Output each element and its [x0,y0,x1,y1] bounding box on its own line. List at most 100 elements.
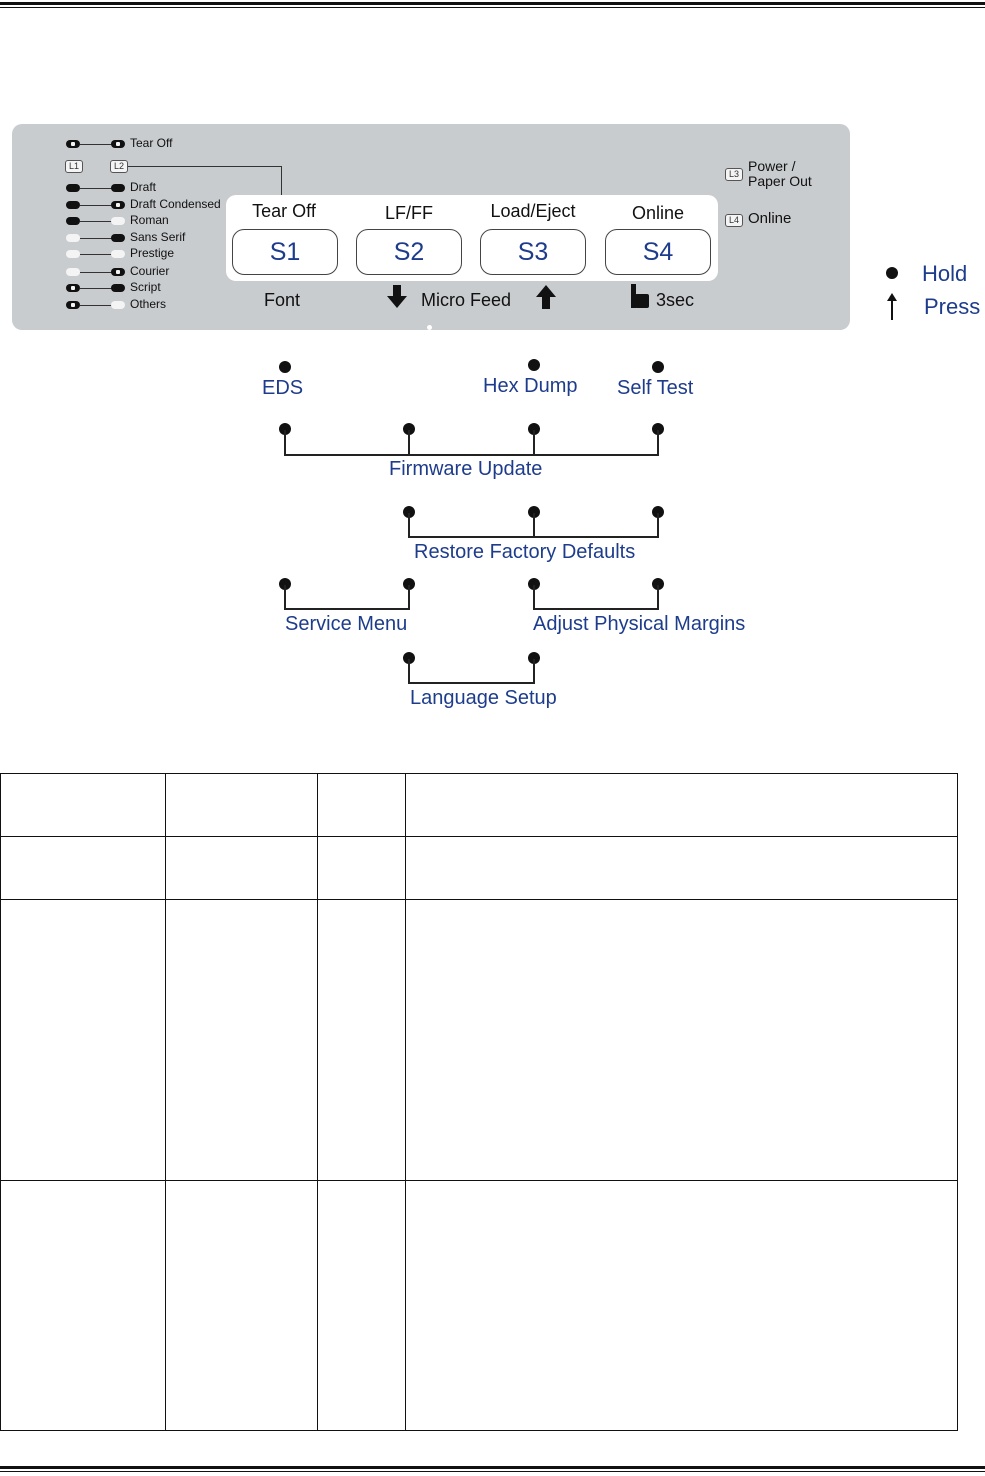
l4-tag: L4 [725,214,743,227]
sm-dot-s2 [403,578,415,590]
led-l2 [111,284,125,292]
led-label: Sans Serif [130,230,186,244]
led-connector [80,221,112,222]
apm-bracket [533,608,659,610]
press-arrow-icon [887,293,897,320]
table-cell [165,1180,318,1431]
micro-feed-label: Micro Feed [421,290,512,310]
adjust-physical-margins-label: Adjust Physical Margins [533,613,746,635]
apm-line [657,585,659,609]
table-cell [317,1180,406,1431]
legend-press: Press [924,294,981,319]
firmware-update-label: Firmware Update [389,458,543,480]
led-l1 [66,184,80,192]
rfd-line [408,513,410,537]
led-l2 [111,234,125,242]
ls-dot-s2 [403,652,415,664]
sm-dot-s1 [279,578,291,590]
table-row [0,773,958,837]
table-cell [405,1180,958,1431]
self-test-dot [652,361,664,373]
fw-line [657,430,659,455]
fw-line [284,430,286,455]
led-label: Draft Condensed [130,197,221,211]
l2-tag: L2 [110,160,128,173]
led-l2 [111,184,125,192]
footer-rule [0,1466,985,1472]
led-connector [80,188,112,189]
led-l2 [111,217,125,225]
table-cell [165,773,318,837]
rfd-dot-s2 [403,506,415,518]
led-l1 [66,250,80,258]
led-l1 [66,268,80,276]
led-l1 [66,284,80,292]
eds-dot [279,361,291,373]
sm-bracket [284,608,410,610]
ls-bracket [408,682,535,684]
hold-dot-icon [886,267,898,279]
table-cell [165,899,318,1181]
led-l1 [66,201,80,209]
restore-factory-defaults-label: Restore Factory Defaults [414,541,636,563]
l2-connector-drop [281,166,282,196]
led-label: Roman [130,213,169,227]
apm-dot-s3 [528,578,540,590]
led-connector [80,238,112,239]
table-cell [317,899,406,1181]
led-l1 [66,234,80,242]
table-cell [165,836,318,900]
led-label: Draft [130,180,157,194]
sm-line [284,585,286,609]
s4-button[interactable]: S4 [605,229,711,275]
rfd-dot-s3 [528,506,540,518]
apm-dot-s4 [652,578,664,590]
hand-hold-icon [631,284,649,308]
led-l1 [66,217,80,225]
led-connector [80,144,112,145]
function-table [0,773,958,1431]
led-l2 [111,301,125,309]
led-l1 [66,140,80,148]
table-cell [0,899,166,1181]
table-cell [405,836,958,900]
header-rule [0,2,985,8]
panel-marker [427,325,432,330]
ls-line [408,659,410,683]
rfd-line [533,513,535,537]
led-connector [80,272,112,273]
font-label: Font [264,290,301,310]
language-setup-label: Language Setup [410,687,557,709]
rfd-dot-s4 [652,506,664,518]
table-cell [0,836,166,900]
led-l2 [111,250,125,258]
led-connector [80,205,112,206]
led-l1 [66,301,80,309]
led-connector [80,305,112,306]
table-cell [317,773,406,837]
self-test-label: Self Test [617,377,694,399]
s2-name: LF/FF [385,203,433,223]
led-label: Script [130,280,161,294]
eds-label: EDS [262,377,304,399]
service-menu-label: Service Menu [285,613,408,635]
ls-line [533,659,535,683]
s2-button[interactable]: S2 [356,229,462,275]
fw-line [533,430,535,455]
rfd-bracket [408,536,659,538]
table-cell [0,1180,166,1431]
fw-line [408,430,410,455]
s3-button[interactable]: S3 [480,229,586,275]
led-connector [80,254,112,255]
arrow-up-icon [536,285,556,309]
fw-dot-s4 [652,423,664,435]
arrow-down-icon [387,285,407,308]
l1-tag: L1 [65,160,83,173]
hex-dump-label: Hex Dump [483,375,578,397]
led-connector [80,288,112,289]
s1-button[interactable]: S1 [232,229,338,275]
led-label: Tear Off [130,136,173,150]
table-cell [317,836,406,900]
hex-dump-dot [528,359,540,371]
l3-tag: L3 [725,168,743,181]
